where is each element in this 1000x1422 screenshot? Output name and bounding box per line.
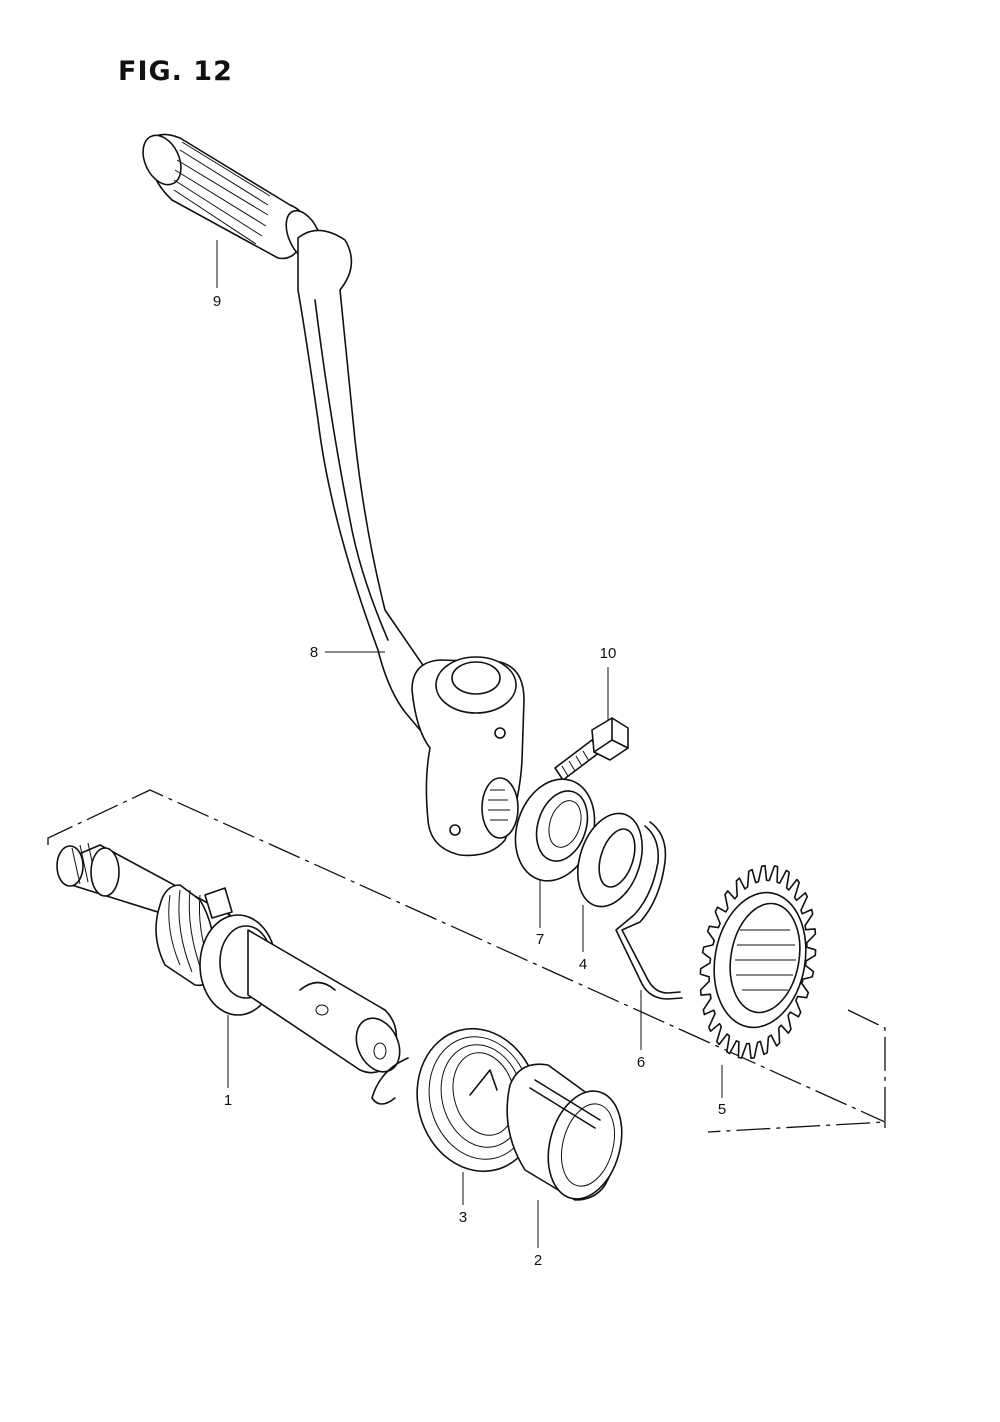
oil-seal [514, 778, 596, 882]
callout-8: 8 [309, 644, 319, 661]
idle-gear [699, 864, 817, 1060]
callout-10: 10 [599, 645, 617, 662]
callout-1: 1 [223, 1092, 233, 1109]
washer [577, 812, 643, 908]
callout-3: 3 [458, 1209, 468, 1226]
guide [506, 1063, 623, 1201]
callout-2: 2 [533, 1252, 543, 1269]
callout-4: 4 [578, 956, 588, 973]
leader-lines [216, 240, 723, 1248]
kick-starter-lever [297, 229, 525, 857]
spring [615, 821, 683, 1000]
callout-7: 7 [535, 931, 545, 948]
callout-6: 6 [636, 1054, 646, 1071]
lever-grip [142, 133, 323, 263]
figure-title: FIG. 12 [118, 56, 233, 87]
bolt [554, 717, 629, 781]
kick-starter-shaft [56, 842, 401, 1074]
callout-5: 5 [717, 1101, 727, 1118]
assembly-boundary [47, 789, 886, 1133]
callout-9: 9 [212, 293, 222, 310]
